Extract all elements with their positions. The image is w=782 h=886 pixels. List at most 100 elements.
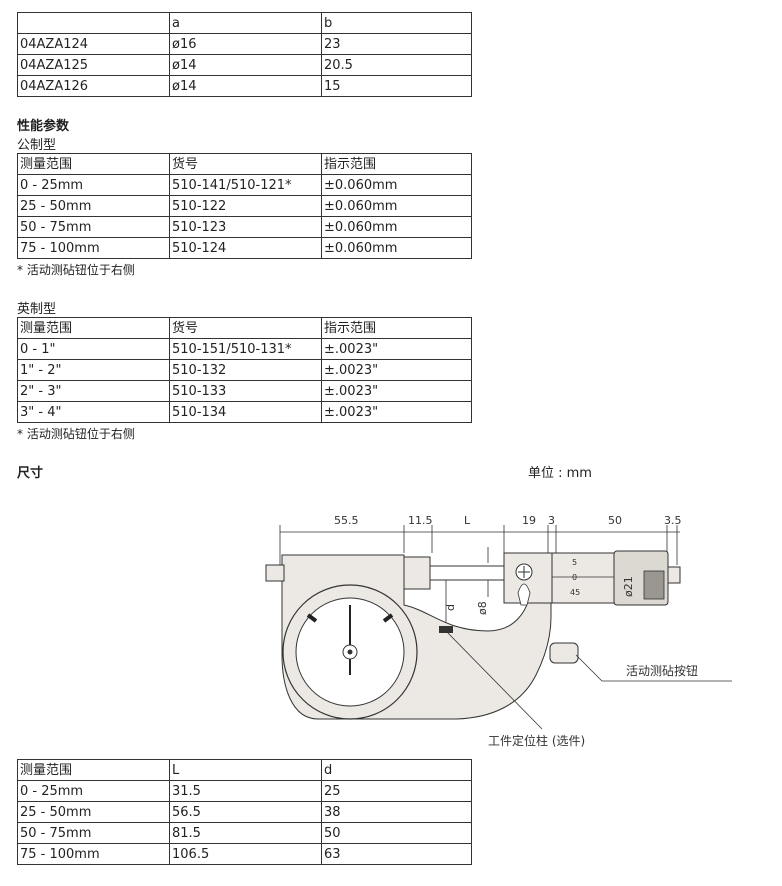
scale-0: 0 [572,573,577,582]
table-cell: 货号 [169,317,322,339]
table-cell: 50 [321,822,472,844]
section-title-dimensions: 尺寸 [17,466,44,481]
dim-phi8: ø8 [476,601,489,615]
table-cell: 0 - 25mm [17,780,170,802]
table-cell: 指示范围 [321,153,472,175]
table-cell: ø14 [169,54,322,76]
table-row: 0 - 1" 510-151/510-131* ±.0023" [17,338,472,360]
table-row: 25 - 50mm 56.5 38 [17,801,472,823]
table-cell: 75 - 100mm [17,843,170,865]
table-row: 04AZA124 ø16 23 [17,33,472,55]
table-cell: 63 [321,843,472,865]
dim-phi21: ø21 [622,576,635,597]
table-cell: ±0.060mm [321,195,472,217]
table-cell: 0 - 25mm [17,174,170,196]
table-cell: 510-123 [169,216,322,238]
dim-3: 3 [548,514,555,527]
table-cell: 25 - 50mm [17,195,170,217]
table-cell: 56.5 [169,801,322,823]
table-cell: 50 - 75mm [17,216,170,238]
scale-5: 5 [572,558,577,567]
table-cell: 23 [321,33,472,55]
table-cell: 2" - 3" [17,380,170,402]
metric-footnote: * 活动测砧钮位于右侧 [17,263,135,277]
table-cell [17,12,170,34]
table-header-row: 测量范围 货号 指示范围 [17,153,472,175]
table-header-row: a b [17,12,472,34]
dial-tolerance-mark-right [382,613,394,623]
imperial-spec-table: 测量范围 货号 指示范围 0 - 1" 510-151/510-131* ±.0… [17,317,472,423]
dim-L: L [464,514,471,527]
table-cell: 测量范围 [17,759,170,781]
anvil-knurl [403,556,431,590]
table-cell: 510-122 [169,195,322,217]
dimension-ld-table: 测量范围 L d 0 - 25mm 31.5 25 25 - 50mm 56.5… [17,759,472,865]
table-cell: 510-141/510-121* [169,174,322,196]
table-cell: 510-132 [169,359,322,381]
table-row: 2" - 3" 510-133 ±.0023" [17,380,472,402]
table-cell: ±.0023" [321,401,472,423]
imperial-footnote: * 活动测砧钮位于右侧 [17,427,135,441]
table-cell: 510-133 [169,380,322,402]
ratchet-stop [667,566,681,584]
table-cell: d [321,759,472,781]
table-row: 04AZA126 ø14 15 [17,75,472,97]
table-cell: 04AZA124 [17,33,170,55]
thimble-knurl [643,570,665,600]
table-row: 3" - 4" 510-134 ±.0023" [17,401,472,423]
table-cell: ±.0023" [321,359,472,381]
subtitle-metric: 公制型 [17,138,57,153]
table-cell: L [169,759,322,781]
table-cell: 0 - 1" [17,338,170,360]
spindle [429,565,505,581]
dim-55-5: 55.5 [334,514,359,527]
table-cell: ø14 [169,75,322,97]
table-cell: ø16 [169,33,322,55]
metric-spec-table: 测量范围 货号 指示范围 0 - 25mm 510-141/510-121* ±… [17,153,472,259]
table-cell: 25 [321,780,472,802]
micrometer-dimension-drawing: 55.5 11.5 L 19 3 50 3.5 d ø8 ø21 5 0 45 … [265,514,732,748]
table-row: 0 - 25mm 510-141/510-121* ±0.060mm [17,174,472,196]
table-cell: ±0.060mm [321,216,472,238]
table-cell: 20.5 [321,54,472,76]
table-row: 75 - 100mm 510-124 ±0.060mm [17,237,472,259]
dim-19: 19 [522,514,536,527]
table-cell: 31.5 [169,780,322,802]
table-cell: 15 [321,75,472,97]
table-cell: 3" - 4" [17,401,170,423]
table-cell: 510-134 [169,401,322,423]
table-row: 1" - 2" 510-132 ±.0023" [17,359,472,381]
subtitle-imperial: 英制型 [17,302,57,317]
anvil-left [265,564,285,582]
table-row: 50 - 75mm 81.5 50 [17,822,472,844]
table-cell: 25 - 50mm [17,801,170,823]
table-cell: a [169,12,322,34]
lock-lever [517,583,531,606]
table-cell: 1" - 2" [17,359,170,381]
table-row: 0 - 25mm 31.5 25 [17,780,472,802]
dim-3-5: 3.5 [664,514,682,527]
table-cell: 81.5 [169,822,322,844]
table-row: 25 - 50mm 510-122 ±0.060mm [17,195,472,217]
table-cell: 指示范围 [321,317,472,339]
scale-45: 45 [570,588,580,597]
table-cell: ±.0023" [321,380,472,402]
dial-tolerance-mark-left [306,613,318,623]
table-cell: 510-151/510-131* [169,338,322,360]
table-cell: 50 - 75mm [17,822,170,844]
table-cell: 04AZA125 [17,54,170,76]
table-cell: 货号 [169,153,322,175]
table-header-row: 测量范围 L d [17,759,472,781]
dim-11-5: 11.5 [408,514,433,527]
table-cell: 38 [321,801,472,823]
table-cell: 510-124 [169,237,322,259]
label-anvil-button: 活动测砧按钮 [626,663,698,678]
table-cell: ±0.060mm [321,237,472,259]
table-cell: 04AZA126 [17,75,170,97]
table-cell: 75 - 100mm [17,237,170,259]
work-stop-post [439,626,453,633]
thimble-sleeve [551,552,615,604]
table-row: 04AZA125 ø14 20.5 [17,54,472,76]
dimension-ab-table: a b 04AZA124 ø16 23 04AZA125 ø14 20.5 04… [17,12,472,97]
dim-50: 50 [608,514,622,527]
